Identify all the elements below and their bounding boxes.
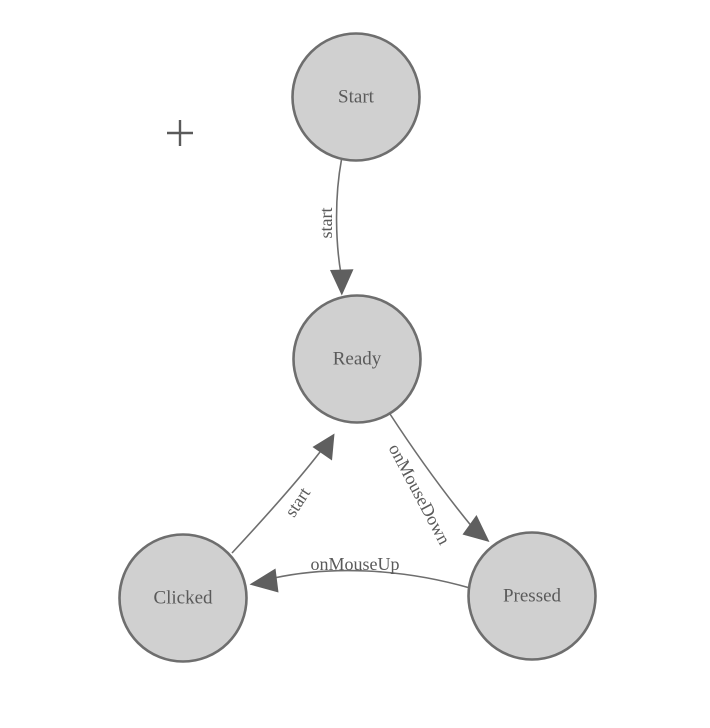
edge-label-clicked-to-ready: start	[281, 484, 315, 521]
node-label-pressed: Pressed	[503, 585, 562, 606]
node-shape-start	[291, 32, 421, 162]
arrowhead-icon	[330, 269, 354, 296]
edge-line-pressed-to-clicked	[273, 569, 471, 589]
edge-line-start-to-ready	[335, 159, 343, 275]
node-ready[interactable]: Ready	[292, 294, 422, 424]
edge-clicked-to-ready[interactable]: start	[231, 433, 335, 554]
arrowhead-icon	[249, 568, 279, 593]
markers-layer	[167, 120, 193, 146]
node-shape-pressed	[467, 531, 597, 661]
node-shape-ready	[292, 294, 422, 424]
node-label-clicked: Clicked	[153, 587, 213, 608]
edge-line-ready-to-pressed	[389, 413, 474, 529]
edge-label-start-to-ready: start	[316, 208, 336, 239]
edge-pressed-to-clicked[interactable]: onMouseUp	[249, 554, 471, 593]
node-label-ready: Ready	[333, 348, 382, 369]
node-start[interactable]: Start	[291, 32, 421, 162]
edge-label-pressed-to-clicked: onMouseUp	[311, 554, 400, 574]
node-pressed[interactable]: Pressed	[467, 531, 597, 661]
node-clicked[interactable]: Clicked	[118, 533, 248, 663]
node-shape-clicked	[118, 533, 248, 663]
crosshair-marker[interactable]	[167, 120, 193, 146]
arrowhead-icon	[312, 433, 335, 461]
node-label-start: Start	[338, 86, 375, 107]
arrowhead-icon	[462, 515, 490, 542]
edge-line-clicked-to-ready	[231, 451, 321, 554]
edge-start-to-ready[interactable]: start	[316, 159, 354, 296]
edge-ready-to-pressed[interactable]: onMouseDown	[385, 413, 490, 548]
